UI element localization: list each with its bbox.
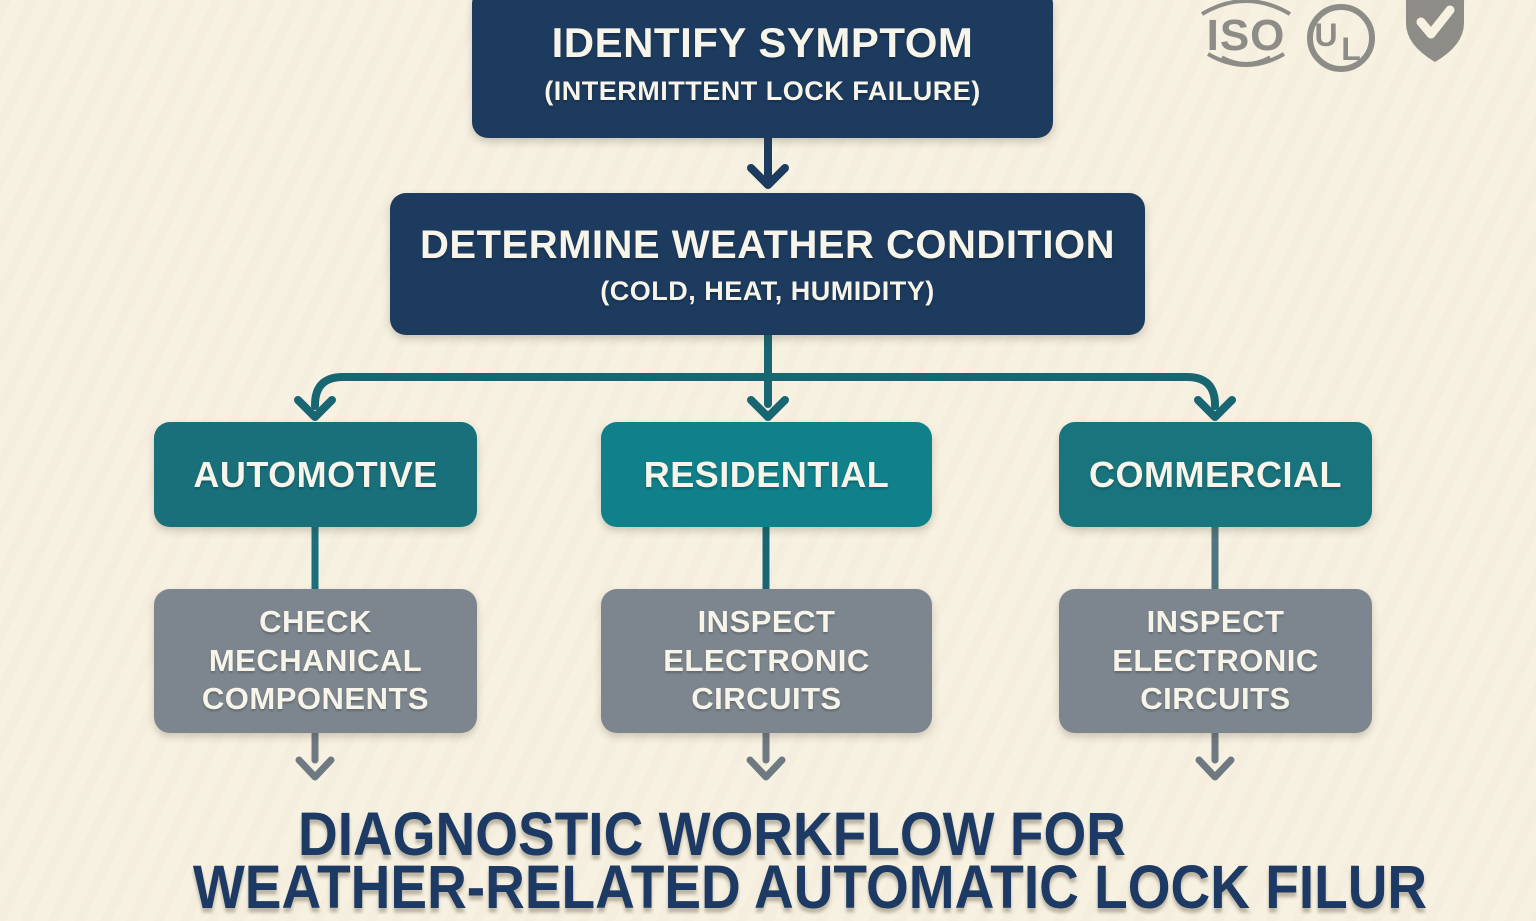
node-title: INSPECT ELECTRONIC CIRCUITS (663, 603, 870, 717)
flow-node-weather-condition: DETERMINE WEATHER CONDITION (COLD, HEAT,… (390, 193, 1145, 335)
flow-node-inspect-electronic-residential: INSPECT ELECTRONIC CIRCUITS (601, 589, 932, 733)
diagram-caption-line2: WEATHER-RELATED AUTOMATIC LOCK FILUR (192, 852, 1428, 921)
shield-check-icon (1406, 0, 1464, 62)
exit-arrow-commercial (1195, 729, 1235, 781)
node-title: CHECK MECHANICAL COMPONENTS (201, 603, 430, 717)
arrowhead-residential (747, 396, 789, 421)
node-title: IDENTIFY SYMPTOM (551, 19, 974, 67)
arrowhead-commercial (1194, 396, 1236, 421)
ul-certification-icon: U L (1307, 4, 1375, 72)
flow-node-residential: RESIDENTIAL (601, 422, 932, 527)
svg-text:U: U (1314, 17, 1337, 53)
flow-node-check-mechanical: CHECK MECHANICAL COMPONENTS (154, 589, 477, 733)
flow-node-identify-symptom: IDENTIFY SYMPTOM (INTERMITTENT LOCK FAIL… (472, 0, 1053, 138)
svg-text:L: L (1341, 31, 1361, 67)
arrow-step1-to-step2 (747, 134, 789, 189)
branch-split-connector (294, 331, 1236, 421)
node-subtitle: (INTERMITTENT LOCK FAILURE) (544, 75, 981, 106)
flow-node-inspect-electronic-commercial: INSPECT ELECTRONIC CIRCUITS (1059, 589, 1372, 733)
flow-node-commercial: COMMERCIAL (1059, 422, 1372, 527)
node-title: DETERMINE WEATHER CONDITION (420, 222, 1115, 267)
node-title: RESIDENTIAL (643, 453, 890, 495)
diagram-caption-line1: DIAGNOSTIC WORKFLOW FOR (298, 799, 1126, 869)
exit-arrow-automotive (295, 729, 335, 781)
iso-certification-icon: ISO (1200, 0, 1292, 67)
svg-text:ISO: ISO (1207, 11, 1286, 60)
arrowhead-automotive (294, 396, 336, 421)
flow-node-automotive: AUTOMOTIVE (154, 422, 477, 527)
node-title: INSPECT ELECTRONIC CIRCUITS (1112, 603, 1319, 717)
node-subtitle: (COLD, HEAT, HUMIDITY) (600, 275, 935, 306)
node-title: AUTOMOTIVE (193, 453, 438, 495)
node-title: COMMERCIAL (1089, 453, 1342, 495)
exit-arrow-residential (746, 729, 786, 781)
